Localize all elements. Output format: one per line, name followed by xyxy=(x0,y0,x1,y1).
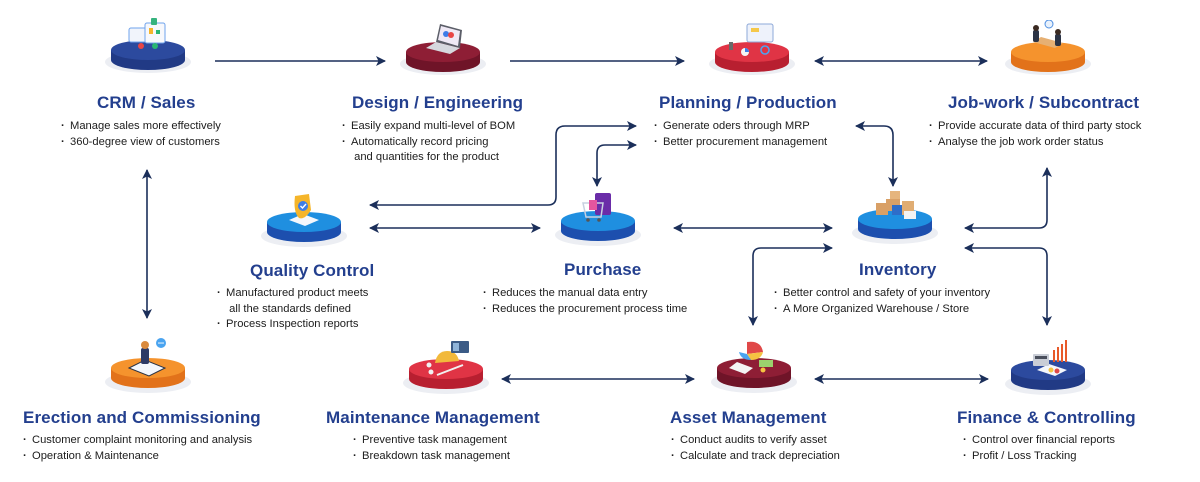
bullet-item: A More Organized Warehouse / Store xyxy=(773,302,990,318)
module-bullets: Manage sales more effectively 360-degree… xyxy=(60,119,221,150)
hardhat-tools-icon xyxy=(403,341,489,394)
module-bullets: Better control and safety of your invent… xyxy=(773,286,990,317)
bullet-item: Automatically record pricing and quantit… xyxy=(341,135,515,166)
module-bullets: Manufactured product meets all the stand… xyxy=(216,286,368,333)
bullet-item: Reduces the manual data entry xyxy=(482,286,687,302)
bullet-item: Profit / Loss Tracking xyxy=(962,449,1115,465)
module-title: Quality Control xyxy=(250,261,375,280)
bullet-item: Manage sales more effectively xyxy=(60,119,221,135)
bullet-item: Generate oders through MRP xyxy=(653,119,827,135)
module-title: Inventory xyxy=(859,260,937,279)
module-bullets: Preventive task management Breakdown tas… xyxy=(352,433,510,464)
boxes-icon xyxy=(852,191,938,244)
bullet-item: Analyse the job work order status xyxy=(928,135,1141,151)
bullet-item: Better control and safety of your invent… xyxy=(773,286,990,302)
bullet-item: Calculate and track depreciation xyxy=(670,449,840,465)
module-title: Planning / Production xyxy=(659,93,837,112)
bullet-item: Control over financial reports xyxy=(962,433,1115,449)
planning-monitor-icon xyxy=(709,23,795,75)
module-title: Maintenance Management xyxy=(326,408,540,427)
module-title: Job-work / Subcontract xyxy=(948,93,1140,112)
module-bullets: Conduct audits to verify asset Calculate… xyxy=(670,433,840,464)
shield-check-icon xyxy=(261,194,347,247)
bullet-item: Conduct audits to verify asset xyxy=(670,433,840,449)
bullet-item: Operation & Maintenance xyxy=(22,449,252,465)
bullet-item: Customer complaint monitoring and analys… xyxy=(22,433,252,449)
module-title: Purchase xyxy=(564,260,642,279)
bullet-item: Provide accurate data of third party sto… xyxy=(928,119,1141,135)
crm-dashboard-icon xyxy=(105,18,191,73)
bullet-item: Breakdown task management xyxy=(352,449,510,465)
bullet-item: Easily expand multi-level of BOM xyxy=(341,119,515,135)
module-bullets: Provide accurate data of third party sto… xyxy=(928,119,1141,150)
module-bullets: Reduces the manual data entry Reduces th… xyxy=(482,286,687,317)
arrow-planning-inventory xyxy=(855,121,898,187)
calculator-chart-icon xyxy=(1005,340,1091,395)
laptop-design-icon xyxy=(400,24,486,75)
bullet-item: Reduces the procurement process time xyxy=(482,302,687,318)
shopping-cart-icon xyxy=(555,193,641,246)
module-title: Design / Engineering xyxy=(352,93,524,112)
bullet-item: Manufactured product meets all the stand… xyxy=(216,286,368,317)
bullet-item: Better procurement management xyxy=(653,135,827,151)
module-bullets: Easily expand multi-level of BOM Automat… xyxy=(341,119,515,166)
module-bullets: Generate oders through MRP Better procur… xyxy=(653,119,827,150)
arrow-inventory-jobwork xyxy=(964,167,1052,233)
module-title: Erection and Commissioning xyxy=(23,408,261,427)
bullet-item: Preventive task management xyxy=(352,433,510,449)
meeting-handshake-icon xyxy=(1005,20,1091,75)
bullet-item: 360-degree view of customers xyxy=(60,135,221,151)
module-title: Asset Management xyxy=(670,408,827,427)
bullet-item: Process Inspection reports xyxy=(216,317,368,333)
module-bullets: Control over financial reports Profit / … xyxy=(962,433,1115,464)
pie-chart-money-icon xyxy=(711,341,797,393)
module-title: Finance & Controlling xyxy=(957,408,1136,427)
module-bullets: Customer complaint monitoring and analys… xyxy=(22,433,252,464)
support-agent-icon xyxy=(105,338,191,393)
arrow-purchase-planning xyxy=(592,140,637,187)
module-title: CRM / Sales xyxy=(97,93,196,112)
